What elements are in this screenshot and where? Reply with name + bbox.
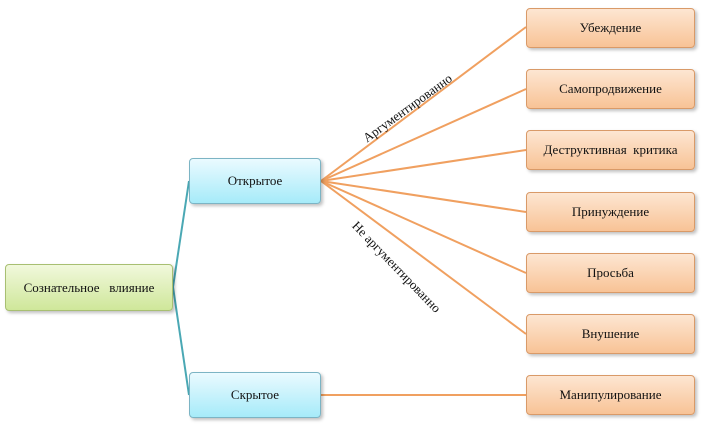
leaf-node: Принуждение: [526, 192, 695, 232]
connector-open-leaf-1: [320, 26, 527, 182]
branch-node-open: Открытое: [189, 158, 321, 204]
connector-open-leaf-4: [320, 180, 527, 213]
connector-root-hidden: [172, 286, 190, 396]
leaf-node: Внушение: [526, 314, 695, 354]
connector-open-leaf-2: [320, 88, 527, 182]
leaf-node: Манипулирование: [526, 375, 695, 415]
root-node: Сознательное влияние: [5, 264, 173, 311]
leaf-node: Убеждение: [526, 8, 695, 48]
branch-node-hidden: Скрытое: [189, 372, 321, 418]
connector-open-leaf-5: [320, 180, 527, 274]
connector-root-open: [172, 180, 190, 288]
leaf-node: Самопродвижение: [526, 69, 695, 109]
connector-open-leaf-6: [320, 180, 527, 335]
connector-open-leaf-3: [320, 149, 527, 182]
leaf-node: Просьба: [526, 253, 695, 293]
leaf-node: Деструктивная критика: [526, 130, 695, 170]
